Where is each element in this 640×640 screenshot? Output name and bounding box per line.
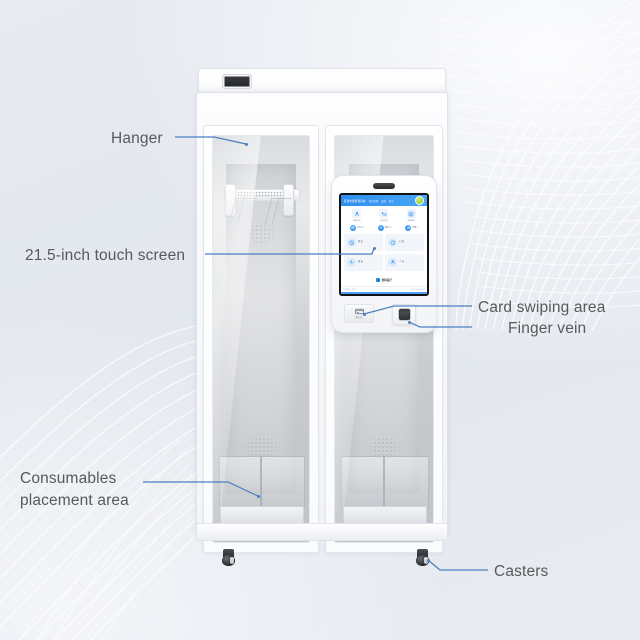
alert-icon bbox=[405, 224, 412, 231]
tile-return[interactable]: 归 还 bbox=[385, 234, 424, 251]
cabinet-top-bezel bbox=[198, 68, 446, 96]
callout-consumables-line1: Consumables bbox=[20, 470, 117, 487]
box-icon bbox=[349, 224, 356, 231]
touch-screen-bezel: 医用智能管理系统 首页管理 设置 退出 bbox=[339, 193, 429, 296]
tile-report[interactable]: 报 表 bbox=[344, 253, 383, 271]
left-hanger-assembly bbox=[219, 164, 303, 253]
tile-borrow[interactable]: 借 出 bbox=[344, 234, 383, 251]
leader-endpoint bbox=[362, 312, 366, 316]
caster-right bbox=[416, 549, 429, 566]
screen-status-bar: 设备状态：正常 2024-01-01 09:00 bbox=[341, 286, 427, 292]
hanger-hook-icon bbox=[228, 198, 249, 226]
bin-front-wall bbox=[218, 455, 306, 509]
person-icon bbox=[388, 257, 398, 267]
screen-nav-item[interactable]: 退出 bbox=[388, 199, 394, 203]
callout-card-swiping-area: Card swiping area bbox=[478, 299, 606, 316]
stat-label: 预警 7 bbox=[412, 227, 419, 229]
callout-consumables-line2: placement area bbox=[20, 492, 129, 509]
quick-action-label: 库存盘点 bbox=[407, 220, 416, 222]
screen-nav-item[interactable]: 设置 bbox=[381, 199, 386, 203]
indicator-display-icon bbox=[223, 75, 251, 88]
leader-endpoint bbox=[244, 142, 248, 146]
cabinet-base bbox=[196, 523, 448, 541]
screen-brand-logo: 智科医疗 bbox=[344, 278, 424, 283]
quick-action-label: 归还登记 bbox=[380, 220, 388, 222]
cabinet-body: 医用智能管理系统 首页管理 设置 退出 bbox=[196, 92, 448, 553]
stats-row: 在库 35 借出 12 bbox=[344, 224, 424, 231]
quick-action-label: 领用登记 bbox=[352, 220, 361, 222]
user-borrow-icon bbox=[352, 209, 362, 218]
screen-body: 领用登记 归还登记 bbox=[341, 206, 427, 286]
stat-label: 借出 12 bbox=[384, 227, 392, 229]
tile-label: 报 表 bbox=[358, 260, 363, 263]
quick-action-return[interactable]: 归还登记 bbox=[375, 209, 392, 222]
inventory-icon bbox=[406, 209, 416, 218]
tile-label: 借 出 bbox=[358, 241, 363, 244]
finger-vein-sensor[interactable] bbox=[392, 304, 416, 325]
stat-alert: 预警 7 bbox=[405, 224, 419, 231]
screen-spacer bbox=[344, 273, 424, 276]
screen-nav-item[interactable]: 首页管理 bbox=[368, 199, 379, 203]
stat-label: 在库 35 bbox=[356, 227, 364, 229]
clock-icon bbox=[347, 238, 356, 247]
report-icon bbox=[347, 257, 356, 267]
hanger-clip bbox=[282, 184, 294, 217]
callout-consumables: Consumables placement area bbox=[20, 468, 200, 512]
left-interior bbox=[213, 136, 309, 542]
callout-casters: Casters bbox=[494, 563, 549, 580]
finger-vein-well-icon bbox=[398, 309, 410, 320]
card-icon bbox=[354, 308, 364, 314]
bin-front-wall bbox=[340, 455, 430, 509]
leader-endpoint bbox=[256, 494, 260, 498]
front-camera-icon bbox=[373, 183, 395, 189]
card-reader-label: 刷卡区 bbox=[355, 316, 363, 320]
quick-action-row: 领用登记 归还登记 bbox=[344, 209, 424, 222]
leader-endpoint bbox=[372, 246, 376, 250]
callout-touchscreen: 21.5-inch touch screen bbox=[25, 247, 186, 264]
kiosk-panel: 医用智能管理系统 首页管理 设置 退出 bbox=[331, 175, 437, 333]
bin-divider bbox=[260, 455, 262, 507]
hanger-clip bbox=[224, 184, 236, 217]
avatar[interactable] bbox=[415, 196, 424, 205]
brand-mark-icon bbox=[376, 278, 381, 282]
tile-personnel[interactable]: 人 员 bbox=[385, 253, 424, 271]
stat-in-stock: 在库 35 bbox=[349, 224, 364, 231]
left-glass-door[interactable] bbox=[203, 125, 319, 553]
quick-action-borrow[interactable]: 领用登记 bbox=[348, 209, 365, 222]
tile-label: 归 还 bbox=[399, 241, 405, 244]
callout-hanger: Hanger bbox=[111, 130, 163, 147]
quick-action-inventory[interactable]: 库存盘点 bbox=[403, 209, 420, 222]
touch-screen[interactable]: 医用智能管理系统 首页管理 设置 退出 bbox=[341, 195, 427, 294]
out-icon bbox=[377, 224, 384, 231]
leader-endpoint bbox=[426, 558, 430, 562]
screen-home-indicator bbox=[341, 292, 427, 294]
screen-title: 医用智能管理系统 bbox=[344, 199, 366, 203]
callout-finger-vein: Finger vein bbox=[508, 320, 587, 337]
bin-divider bbox=[383, 455, 385, 507]
return-icon bbox=[379, 209, 389, 218]
hanger-perforation bbox=[233, 191, 287, 199]
leader-endpoint bbox=[407, 320, 411, 324]
caster-left bbox=[222, 549, 235, 566]
cabinet: 医用智能管理系统 首页管理 设置 退出 bbox=[196, 68, 448, 555]
left-consumables-bin bbox=[218, 433, 306, 526]
right-consumables-bin bbox=[340, 433, 430, 526]
screen-tile-grid: 借 出 归 还 bbox=[344, 234, 424, 271]
device-status-text: 设备状态：正常 bbox=[343, 289, 356, 291]
screen-topbar: 医用智能管理系统 首页管理 设置 退出 bbox=[341, 195, 427, 206]
tile-label: 人 员 bbox=[399, 260, 405, 263]
brand-name: 智科医疗 bbox=[381, 279, 392, 282]
refresh-icon bbox=[388, 238, 398, 247]
card-swiping-area[interactable]: 刷卡区 bbox=[344, 304, 374, 323]
vent-pattern bbox=[247, 219, 277, 246]
stat-lent-out: 借出 12 bbox=[377, 224, 392, 231]
timestamp-text: 2024-01-01 09:00 bbox=[410, 288, 425, 291]
left-door-glass bbox=[212, 135, 310, 543]
